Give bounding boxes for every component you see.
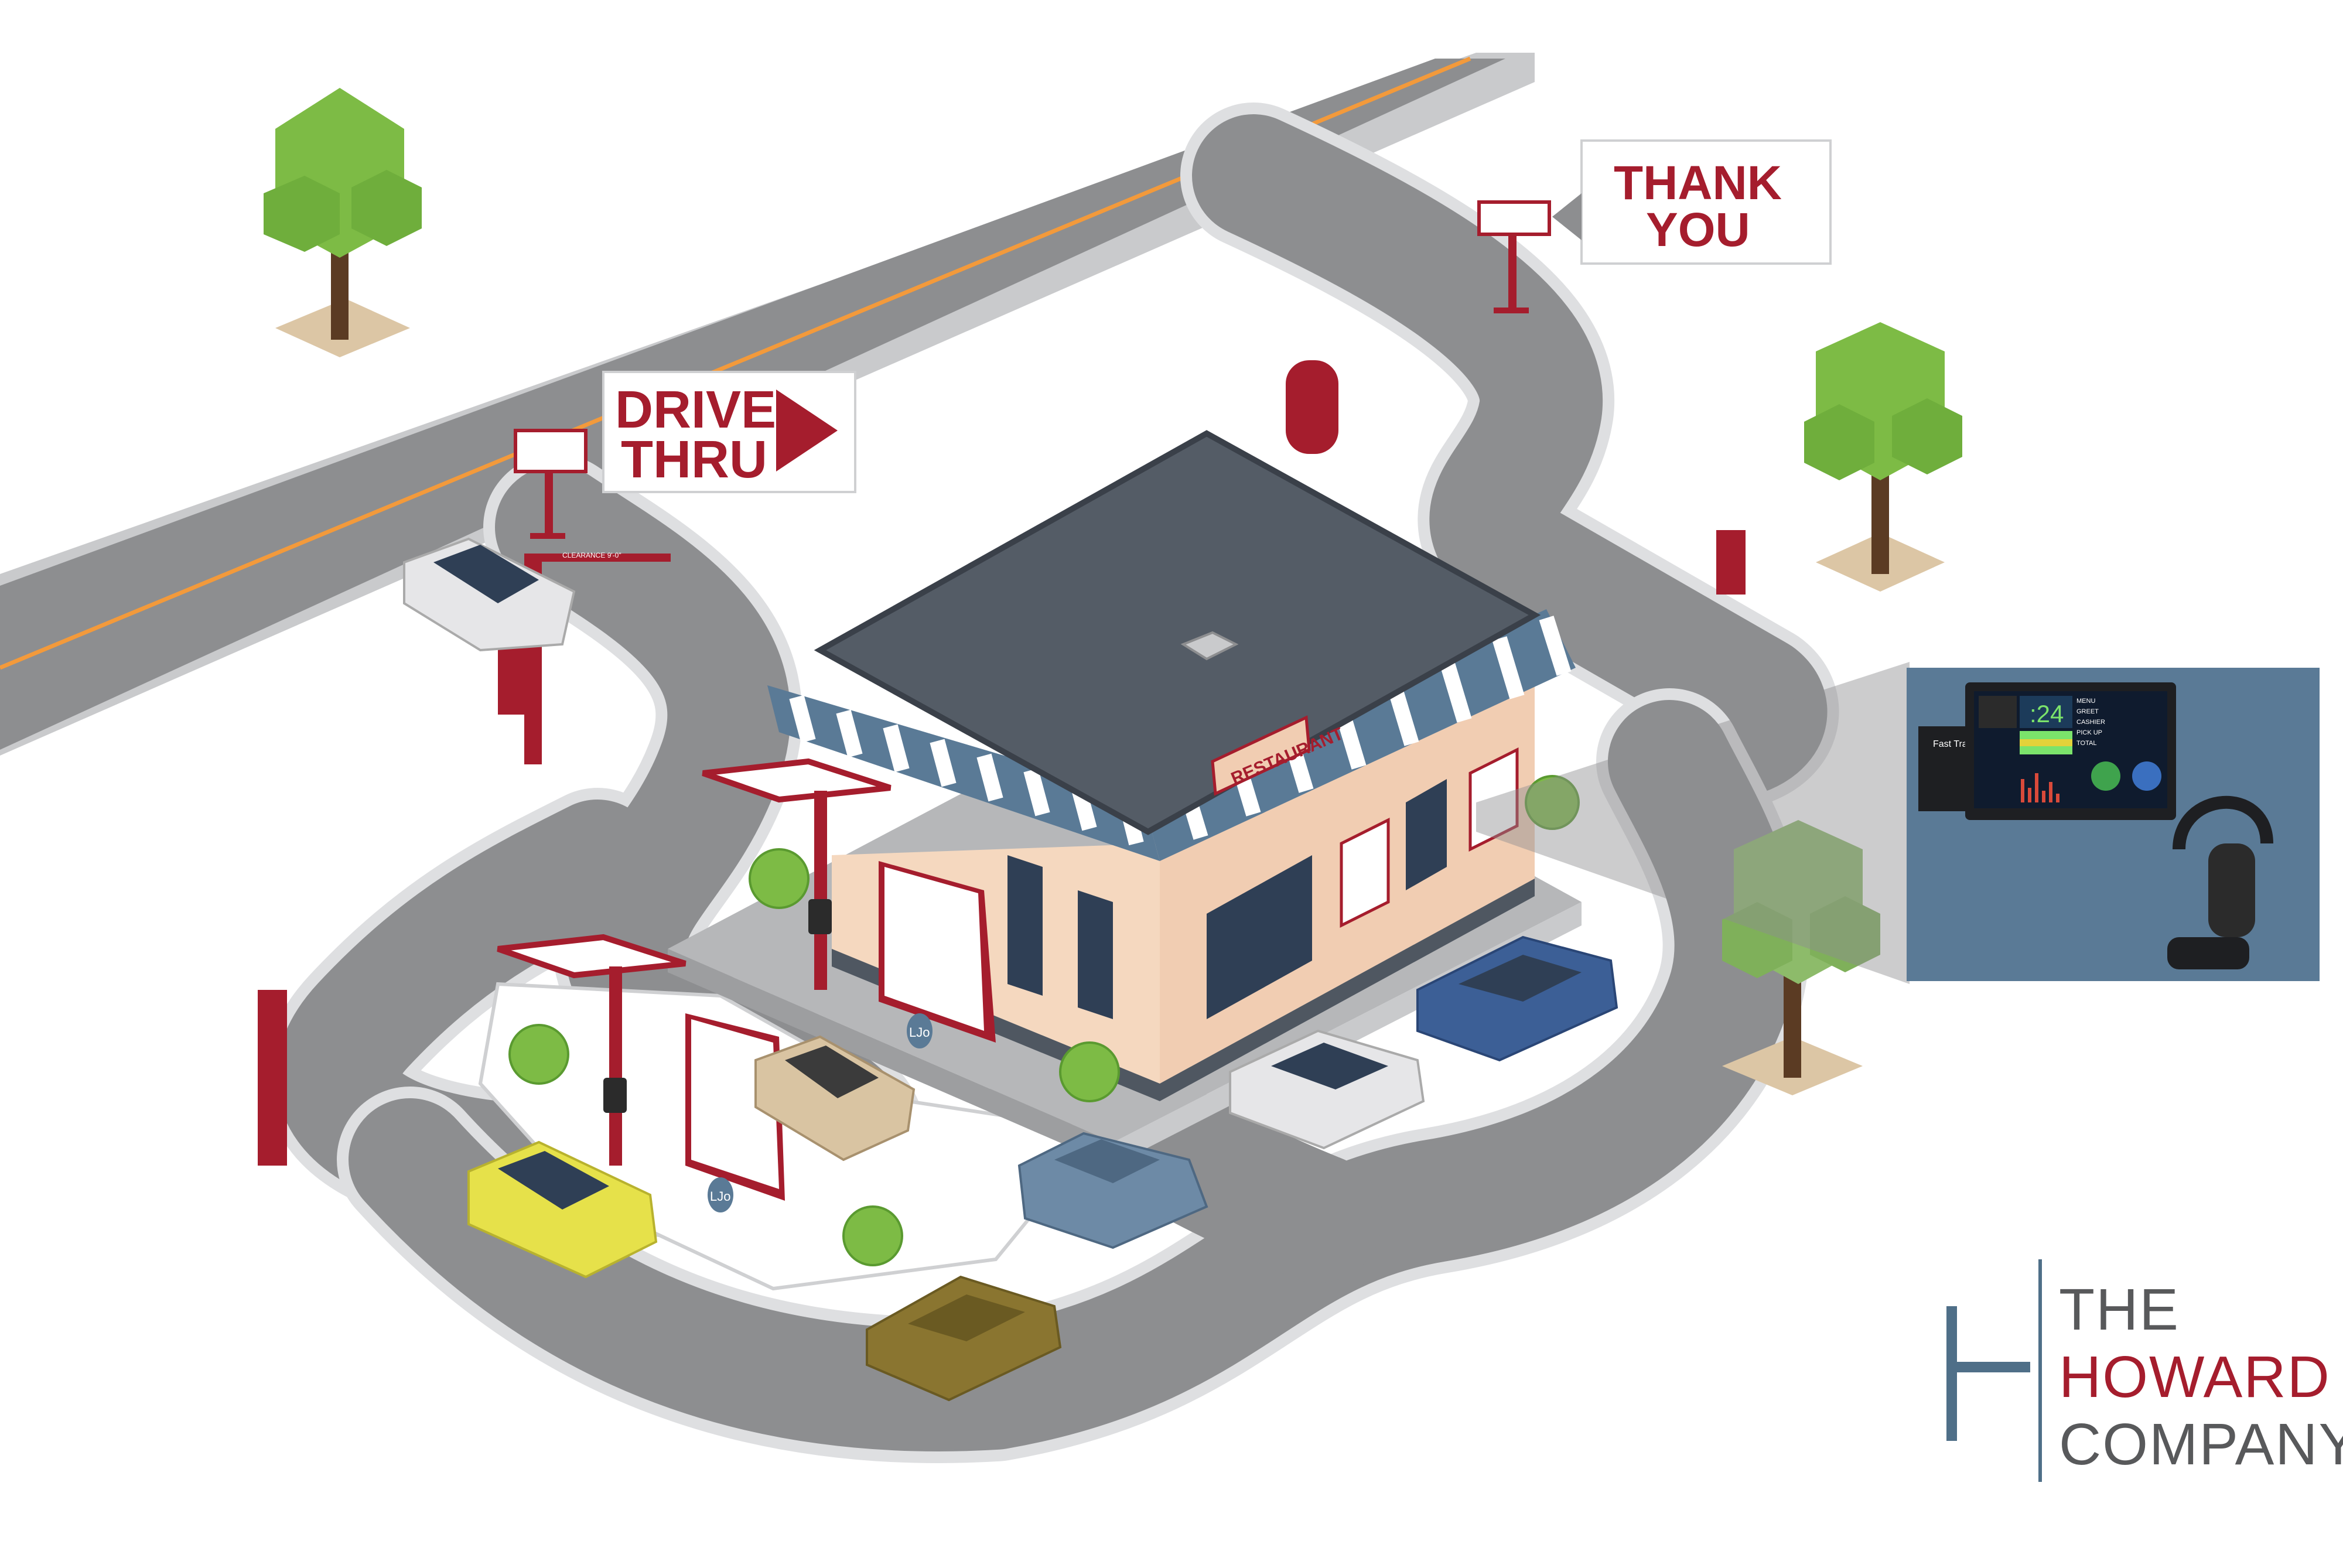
drive-thru-line1: DRIVE [615,381,776,439]
timer-row-label: PICK UP [2076,729,2102,736]
roof [814,430,1541,835]
directional-sign-post [514,200,1551,539]
logo-line3: COMPANY [2059,1412,2343,1477]
logo-line2: HOWARD [2059,1344,2331,1410]
pie-chart [2091,761,2120,791]
order-window [1207,855,1312,1019]
timer-row-label: MENU [2076,698,2095,705]
clearance-bar-text: CLEARANCE 9'-0" [562,551,621,559]
red-marker-sign [1716,530,1746,595]
car-olive [866,1275,1062,1402]
car-yellow [467,1140,658,1279]
car-blue [1416,935,1618,1062]
car-white-2 [1229,1029,1425,1150]
speaker-post [603,899,832,1113]
logo-line1: THE [2059,1277,2180,1342]
car-white [403,537,576,652]
headset-icon [2167,795,2273,969]
mailbox [1286,360,1338,454]
menu-board-logo: LJo [710,1189,730,1204]
car-blue-gray [1017,1132,1208,1249]
roof-vent [1180,631,1239,661]
timer-row-label: GREET [2076,708,2099,715]
timer-row-label: TOTAL [2076,740,2096,747]
arrow-right-icon [776,390,838,472]
bar-graph [2021,773,2059,802]
awning [767,609,1576,861]
building-window [1007,855,1043,996]
drive-thru-sign: DRIVE THRU [602,371,856,493]
tree [1722,820,1880,1095]
building-window [1078,890,1113,1019]
callout-beam [1476,662,1910,984]
timer-value: :24 [2030,700,2064,727]
pie-chart [2132,761,2161,791]
shrub [508,775,1580,1266]
howard-company-logo: THE HOWARD COMPANY [1946,1259,2343,1482]
thank-you-line2: YOU [1646,203,1750,257]
pickup-window [1406,779,1447,890]
building-window [1468,747,1519,852]
menu-board-logo: LJo [909,1025,930,1040]
red-marker-sign [258,990,287,1166]
order-canopy [497,758,892,1166]
car-tan [754,1035,916,1162]
logo-mark [1946,1306,1957,1441]
tree [264,88,422,357]
thank-you-sign: THANK YOU [1552,139,1832,265]
drive-thru-line2: THRU [621,431,767,489]
tree [1804,322,1962,592]
thank-you-line1: THANK [1614,156,1782,210]
timer-panel: Fast Track :24 MENU GREET CASHIER PICK U… [1907,668,2320,981]
building-window [1340,817,1390,928]
timer-row-label: CASHIER [2076,719,2105,726]
